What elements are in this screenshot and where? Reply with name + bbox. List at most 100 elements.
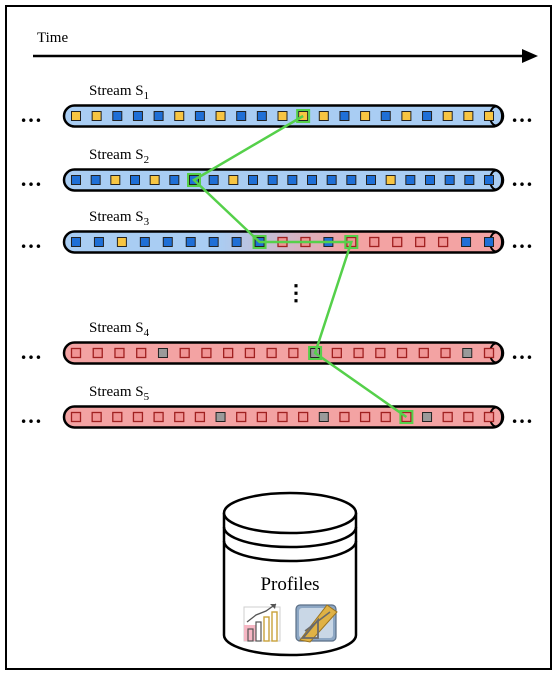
path-highlight bbox=[296, 109, 311, 123]
path-line bbox=[191, 114, 408, 419]
stream-cell bbox=[442, 111, 453, 121]
stream-cell bbox=[360, 111, 371, 121]
stream-cell bbox=[71, 175, 81, 185]
stream-cell bbox=[318, 412, 329, 422]
stream-label: Stream S2 bbox=[89, 147, 149, 166]
stream-cell bbox=[157, 348, 168, 358]
stream-cell bbox=[442, 411, 453, 423]
right-ellipsis: … bbox=[511, 339, 533, 364]
stream-cell bbox=[256, 111, 267, 121]
stream-cell bbox=[440, 347, 451, 359]
stream-cell bbox=[132, 411, 144, 423]
stream-cell bbox=[70, 411, 82, 423]
stream-cell bbox=[463, 411, 474, 423]
stream-4: Stream S4…… bbox=[20, 320, 533, 365]
stream-cell bbox=[153, 411, 164, 423]
stream-tube bbox=[62, 341, 505, 365]
stream-cell bbox=[71, 237, 81, 247]
stream-cell bbox=[174, 111, 185, 121]
stream-cell bbox=[359, 411, 371, 423]
stream-cell bbox=[366, 175, 376, 185]
stream-cell bbox=[422, 111, 433, 121]
stream-cell bbox=[208, 237, 219, 247]
stream-label: Stream S3 bbox=[89, 209, 150, 228]
stream-cell bbox=[277, 411, 288, 423]
stream-cell bbox=[331, 347, 342, 359]
stream-cell bbox=[437, 236, 449, 248]
stream-cell bbox=[380, 111, 391, 121]
path-highlight bbox=[308, 346, 323, 360]
stream-cell bbox=[339, 111, 350, 121]
stream-cell bbox=[307, 175, 317, 185]
stream-cell bbox=[228, 175, 239, 185]
stream-cell bbox=[401, 111, 412, 121]
stream-cell bbox=[463, 111, 474, 121]
stream-cell bbox=[484, 111, 494, 121]
left-ellipsis: … bbox=[20, 339, 42, 364]
path-highlight bbox=[399, 410, 414, 424]
stream-cell bbox=[318, 111, 329, 121]
stream-label: Stream S5 bbox=[89, 384, 150, 403]
path-highlight bbox=[187, 173, 201, 187]
stream-cell bbox=[353, 347, 364, 359]
stream-cell bbox=[93, 237, 104, 247]
bar-chart-icon bbox=[243, 603, 281, 642]
stream-cell bbox=[326, 175, 337, 185]
stream-cell bbox=[215, 412, 226, 422]
stream-cell bbox=[484, 175, 494, 185]
stream-cell bbox=[461, 237, 472, 247]
stream-5: Stream S5…… bbox=[20, 384, 533, 429]
stream-cell bbox=[444, 175, 455, 185]
right-ellipsis: … bbox=[511, 102, 533, 127]
stream-label: Stream S1 bbox=[89, 83, 149, 102]
stream-cell bbox=[223, 347, 234, 359]
stream-cell bbox=[114, 347, 125, 359]
stream-cell bbox=[236, 111, 247, 121]
stream-cell bbox=[112, 411, 123, 423]
stream-cell bbox=[277, 111, 288, 121]
stream-cell bbox=[392, 236, 403, 248]
stream-cell bbox=[116, 237, 127, 247]
stream-cell bbox=[244, 347, 256, 359]
stream-cell bbox=[208, 175, 219, 185]
stream-1: Stream S1…… bbox=[20, 83, 533, 128]
stream-cell bbox=[201, 347, 212, 359]
stream-cell bbox=[484, 237, 494, 247]
stream-cell bbox=[149, 175, 160, 185]
stream-cell bbox=[130, 175, 140, 185]
stream-cell bbox=[231, 237, 242, 247]
stream-cell bbox=[267, 175, 278, 185]
stream-cell bbox=[418, 347, 429, 359]
stream-cell bbox=[185, 237, 196, 247]
stream-cell bbox=[464, 175, 475, 185]
drafting-tools-icon bbox=[295, 604, 338, 643]
profiles-label: Profiles bbox=[260, 574, 319, 595]
right-ellipsis: … bbox=[511, 166, 533, 191]
stream-cell bbox=[215, 111, 226, 121]
stream-cell bbox=[425, 175, 435, 185]
stream-cell bbox=[256, 411, 268, 423]
stream-cell bbox=[346, 175, 357, 185]
stream-cell bbox=[162, 237, 173, 247]
stream-cell bbox=[287, 175, 298, 185]
path-highlight bbox=[344, 235, 359, 249]
stream-cell bbox=[136, 347, 147, 359]
stream-cell bbox=[415, 236, 426, 248]
stream-cell bbox=[385, 175, 396, 185]
stream-cell bbox=[90, 175, 101, 185]
stream-cell bbox=[422, 412, 433, 422]
stream-cell bbox=[375, 347, 386, 359]
stream-cell bbox=[153, 111, 164, 121]
time-arrow bbox=[33, 49, 538, 63]
stream-cell bbox=[380, 411, 391, 423]
stream-cell bbox=[396, 347, 408, 359]
stream-cell bbox=[339, 411, 350, 423]
left-ellipsis: … bbox=[20, 166, 42, 191]
profile-path bbox=[187, 109, 414, 424]
stream-cell bbox=[236, 411, 247, 423]
stream-2: Stream S2 … … bbox=[20, 147, 533, 192]
stream-cell bbox=[483, 347, 495, 359]
stream-cell bbox=[110, 175, 121, 185]
path-highlight bbox=[252, 235, 267, 249]
stream-cell bbox=[194, 411, 206, 423]
